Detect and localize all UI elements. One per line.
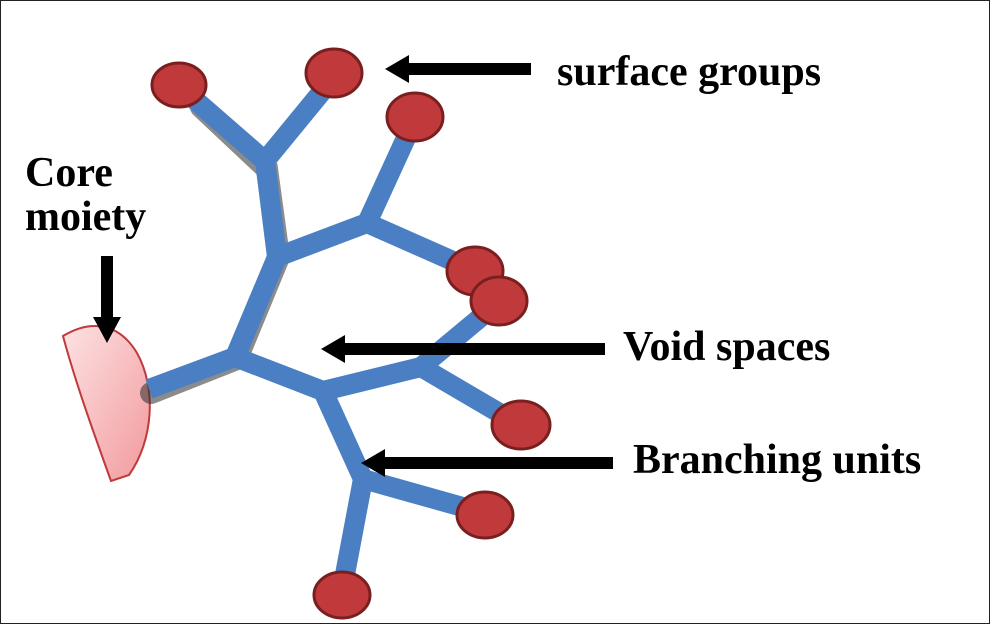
surface-group bbox=[455, 490, 515, 540]
arrow-core-moiety bbox=[93, 317, 121, 343]
surface-group bbox=[490, 399, 552, 451]
arrow-branching-units bbox=[361, 449, 385, 477]
surface-groups bbox=[150, 47, 552, 620]
surface-group bbox=[150, 61, 208, 109]
branch-lower-right bbox=[320, 357, 424, 401]
branch-lower-trunk bbox=[231, 347, 327, 401]
surface-group bbox=[469, 275, 529, 327]
branch-upper-left bbox=[180, 85, 272, 169]
branch-upper-trunk bbox=[225, 159, 287, 361]
core-moiety-label: Core moiety bbox=[25, 151, 146, 239]
branch-core-link bbox=[145, 347, 239, 399]
branch-upper-right bbox=[257, 76, 337, 168]
core-moiety-shape bbox=[61, 325, 151, 483]
annotation-arrows bbox=[93, 55, 613, 477]
branch-bottom-trunk bbox=[313, 386, 373, 484]
surface-group bbox=[312, 570, 372, 620]
branch-mid-up bbox=[357, 122, 421, 228]
core-label-line2: moiety bbox=[25, 194, 147, 241]
branching-units-label: Branching units bbox=[633, 437, 922, 483]
arrow-void-spaces bbox=[321, 335, 345, 363]
arrow-surface-groups bbox=[385, 55, 409, 83]
surface-group bbox=[385, 91, 445, 143]
void-spaces-label: Void spaces bbox=[623, 324, 831, 370]
surface-groups-label: surface groups bbox=[557, 49, 822, 95]
branch-bottom-down bbox=[333, 477, 373, 587]
branch-mid bbox=[273, 213, 371, 267]
core-label-line1: Core bbox=[25, 150, 113, 196]
surface-group bbox=[304, 47, 364, 99]
